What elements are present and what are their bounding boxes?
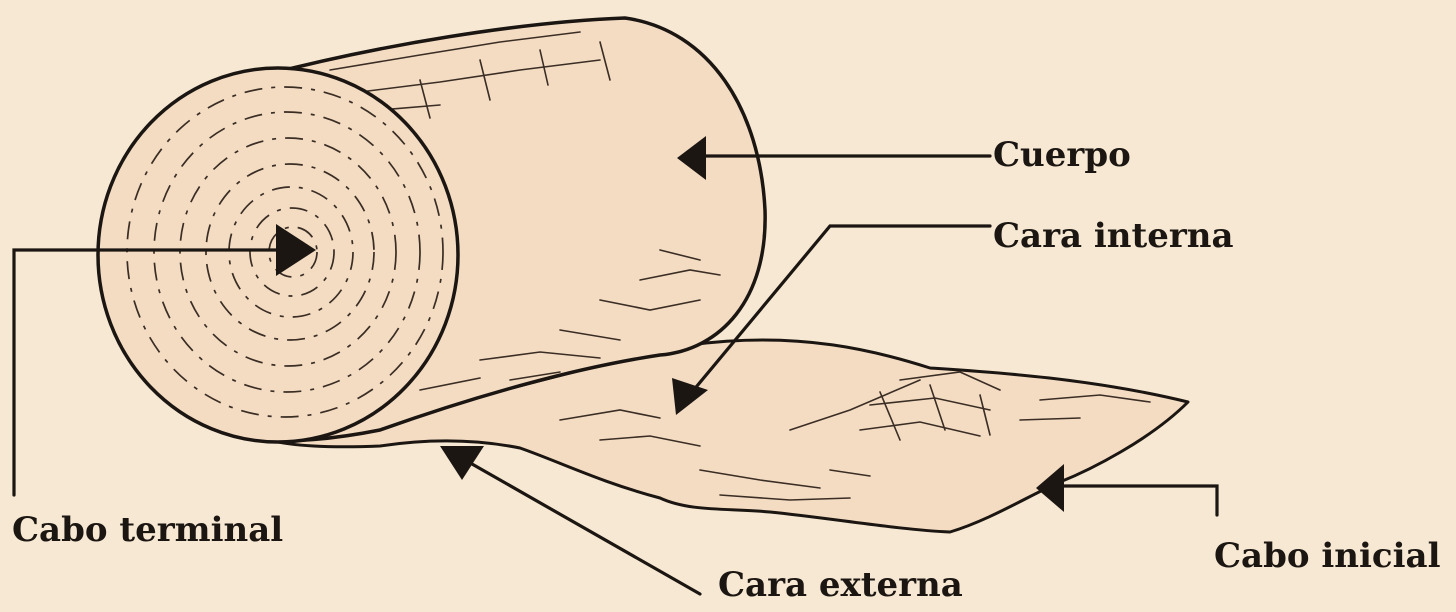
label-cuerpo: Cuerpo [993, 138, 1131, 172]
label-cabo-terminal: Cabo terminal [12, 513, 283, 547]
label-cara-externa: Cara externa [718, 568, 963, 602]
cabo-inicial-leader-line [1058, 486, 1217, 515]
label-cabo-inicial: Cabo inicial [1214, 539, 1441, 573]
cara-externa-arrowhead [440, 446, 484, 480]
label-cara-interna: Cara interna [993, 219, 1234, 253]
